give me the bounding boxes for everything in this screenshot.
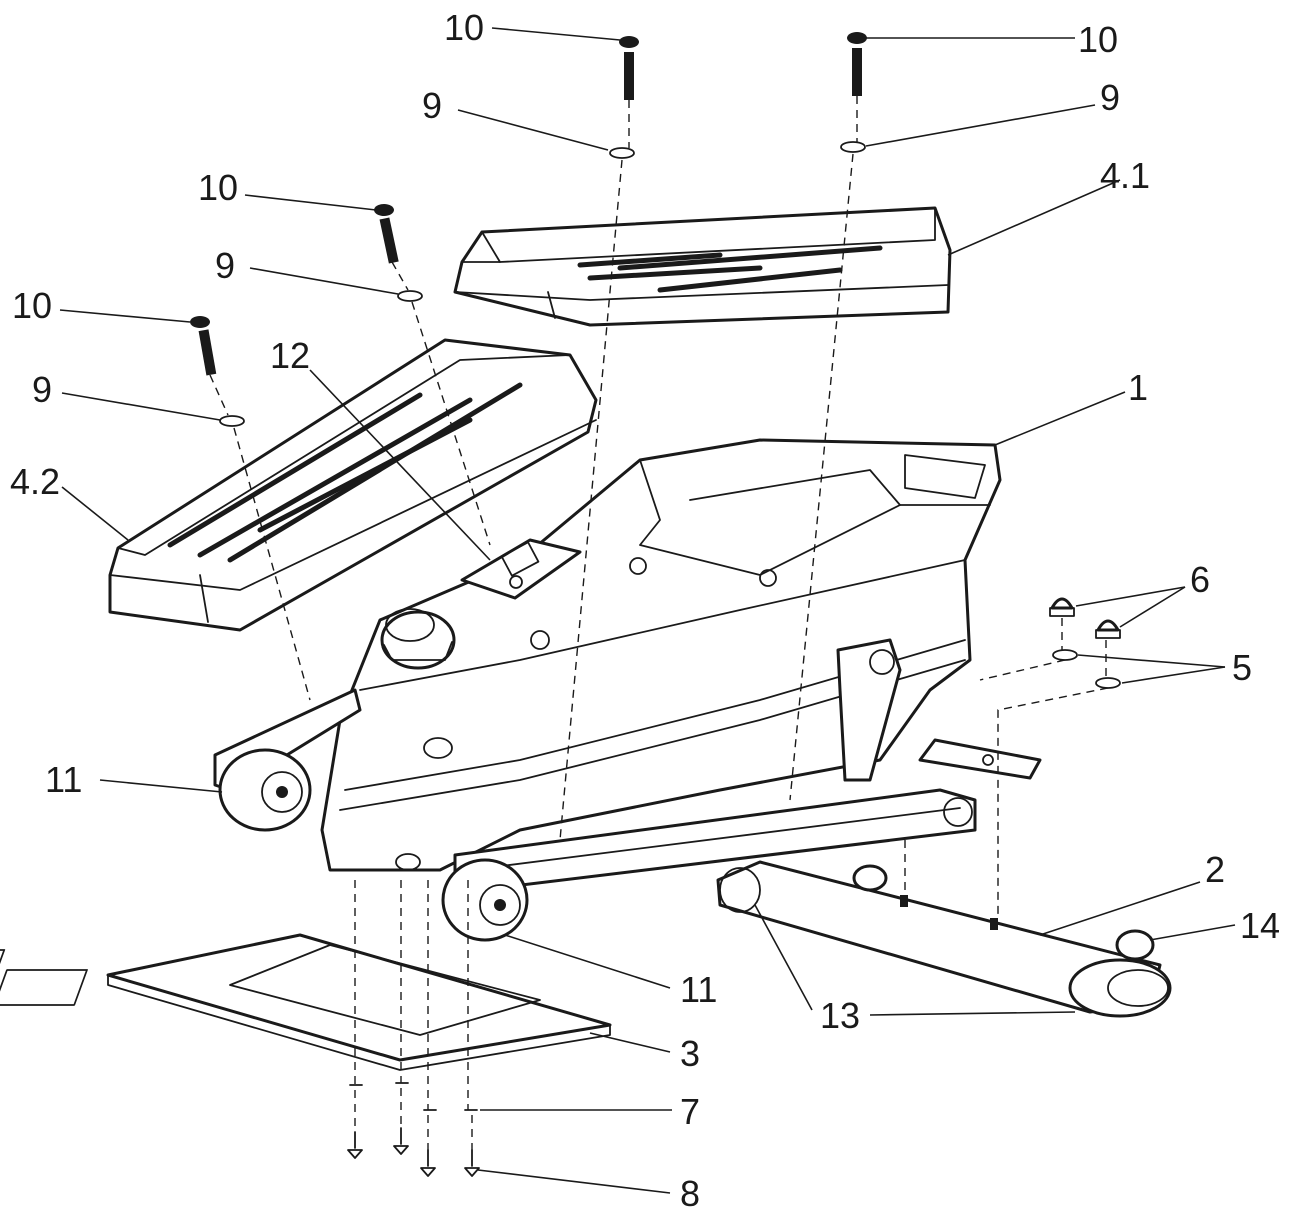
label-3: 3 — [680, 1033, 700, 1074]
cap-nut-6-b — [1095, 619, 1121, 639]
washer-9-d — [219, 415, 245, 427]
washer-5-a — [1052, 649, 1078, 661]
label-10-top-left: 10 — [444, 7, 484, 48]
rear-stabilizer-2 — [716, 860, 1172, 1018]
label-9-left: 9 — [32, 369, 52, 410]
wheel-11-right — [441, 858, 529, 942]
label-2: 2 — [1205, 849, 1225, 890]
washers-7 — [349, 1082, 478, 1111]
pedal-4-2-grip — [167, 382, 523, 563]
label-4-1: 4.1 — [1100, 155, 1150, 196]
label-5: 5 — [1232, 647, 1252, 688]
assembly-axes — [209, 96, 1109, 1150]
label-8: 8 — [680, 1173, 700, 1214]
label-9-mid: 9 — [215, 245, 235, 286]
label-9-top-left: 9 — [422, 85, 442, 126]
label-7: 7 — [680, 1091, 700, 1132]
label-10-left: 10 — [12, 285, 52, 326]
label-10-top-right: 10 — [1078, 19, 1118, 60]
label-14: 14 — [1240, 905, 1280, 946]
bolts-8 — [347, 1127, 480, 1177]
label-11-left: 11 — [45, 759, 82, 800]
washer-9-a — [609, 147, 635, 159]
tension-knob — [380, 608, 456, 670]
label-13: 13 — [820, 995, 860, 1036]
display-12 — [460, 538, 582, 600]
wheel-11-left — [218, 748, 312, 832]
label-10-mid: 10 — [198, 167, 238, 208]
bracket-plate — [918, 738, 1042, 780]
base-plate-3 — [0, 933, 612, 1071]
leader-lines — [59, 27, 1236, 1194]
label-9-top-right: 9 — [1100, 77, 1120, 118]
washer-9-b — [840, 141, 866, 153]
washer-5-b — [1095, 677, 1121, 689]
rear-wheel-13 — [852, 864, 888, 892]
label-11-right: 11 — [680, 969, 717, 1010]
screw-10-a — [619, 36, 639, 100]
crank-arm — [836, 638, 902, 782]
label-1: 1 — [1128, 367, 1148, 408]
screw-10-d — [190, 316, 217, 376]
label-4-2: 4.2 — [10, 461, 60, 502]
screw-10-c — [374, 204, 399, 264]
cap-nut-6-a — [1049, 597, 1075, 617]
screw-10-b — [847, 32, 867, 96]
wheel-14 — [1115, 929, 1155, 961]
pedal-4-2 — [108, 338, 598, 632]
part-labels: 10 10 9 9 4.1 10 9 10 12 9 1 4.2 6 5 11 … — [10, 7, 1280, 1214]
pedal-4-1-grip — [577, 245, 883, 293]
label-6: 6 — [1190, 559, 1210, 600]
washer-9-c — [397, 290, 423, 302]
label-12: 12 — [270, 335, 310, 376]
pedal-4-1 — [453, 206, 952, 327]
